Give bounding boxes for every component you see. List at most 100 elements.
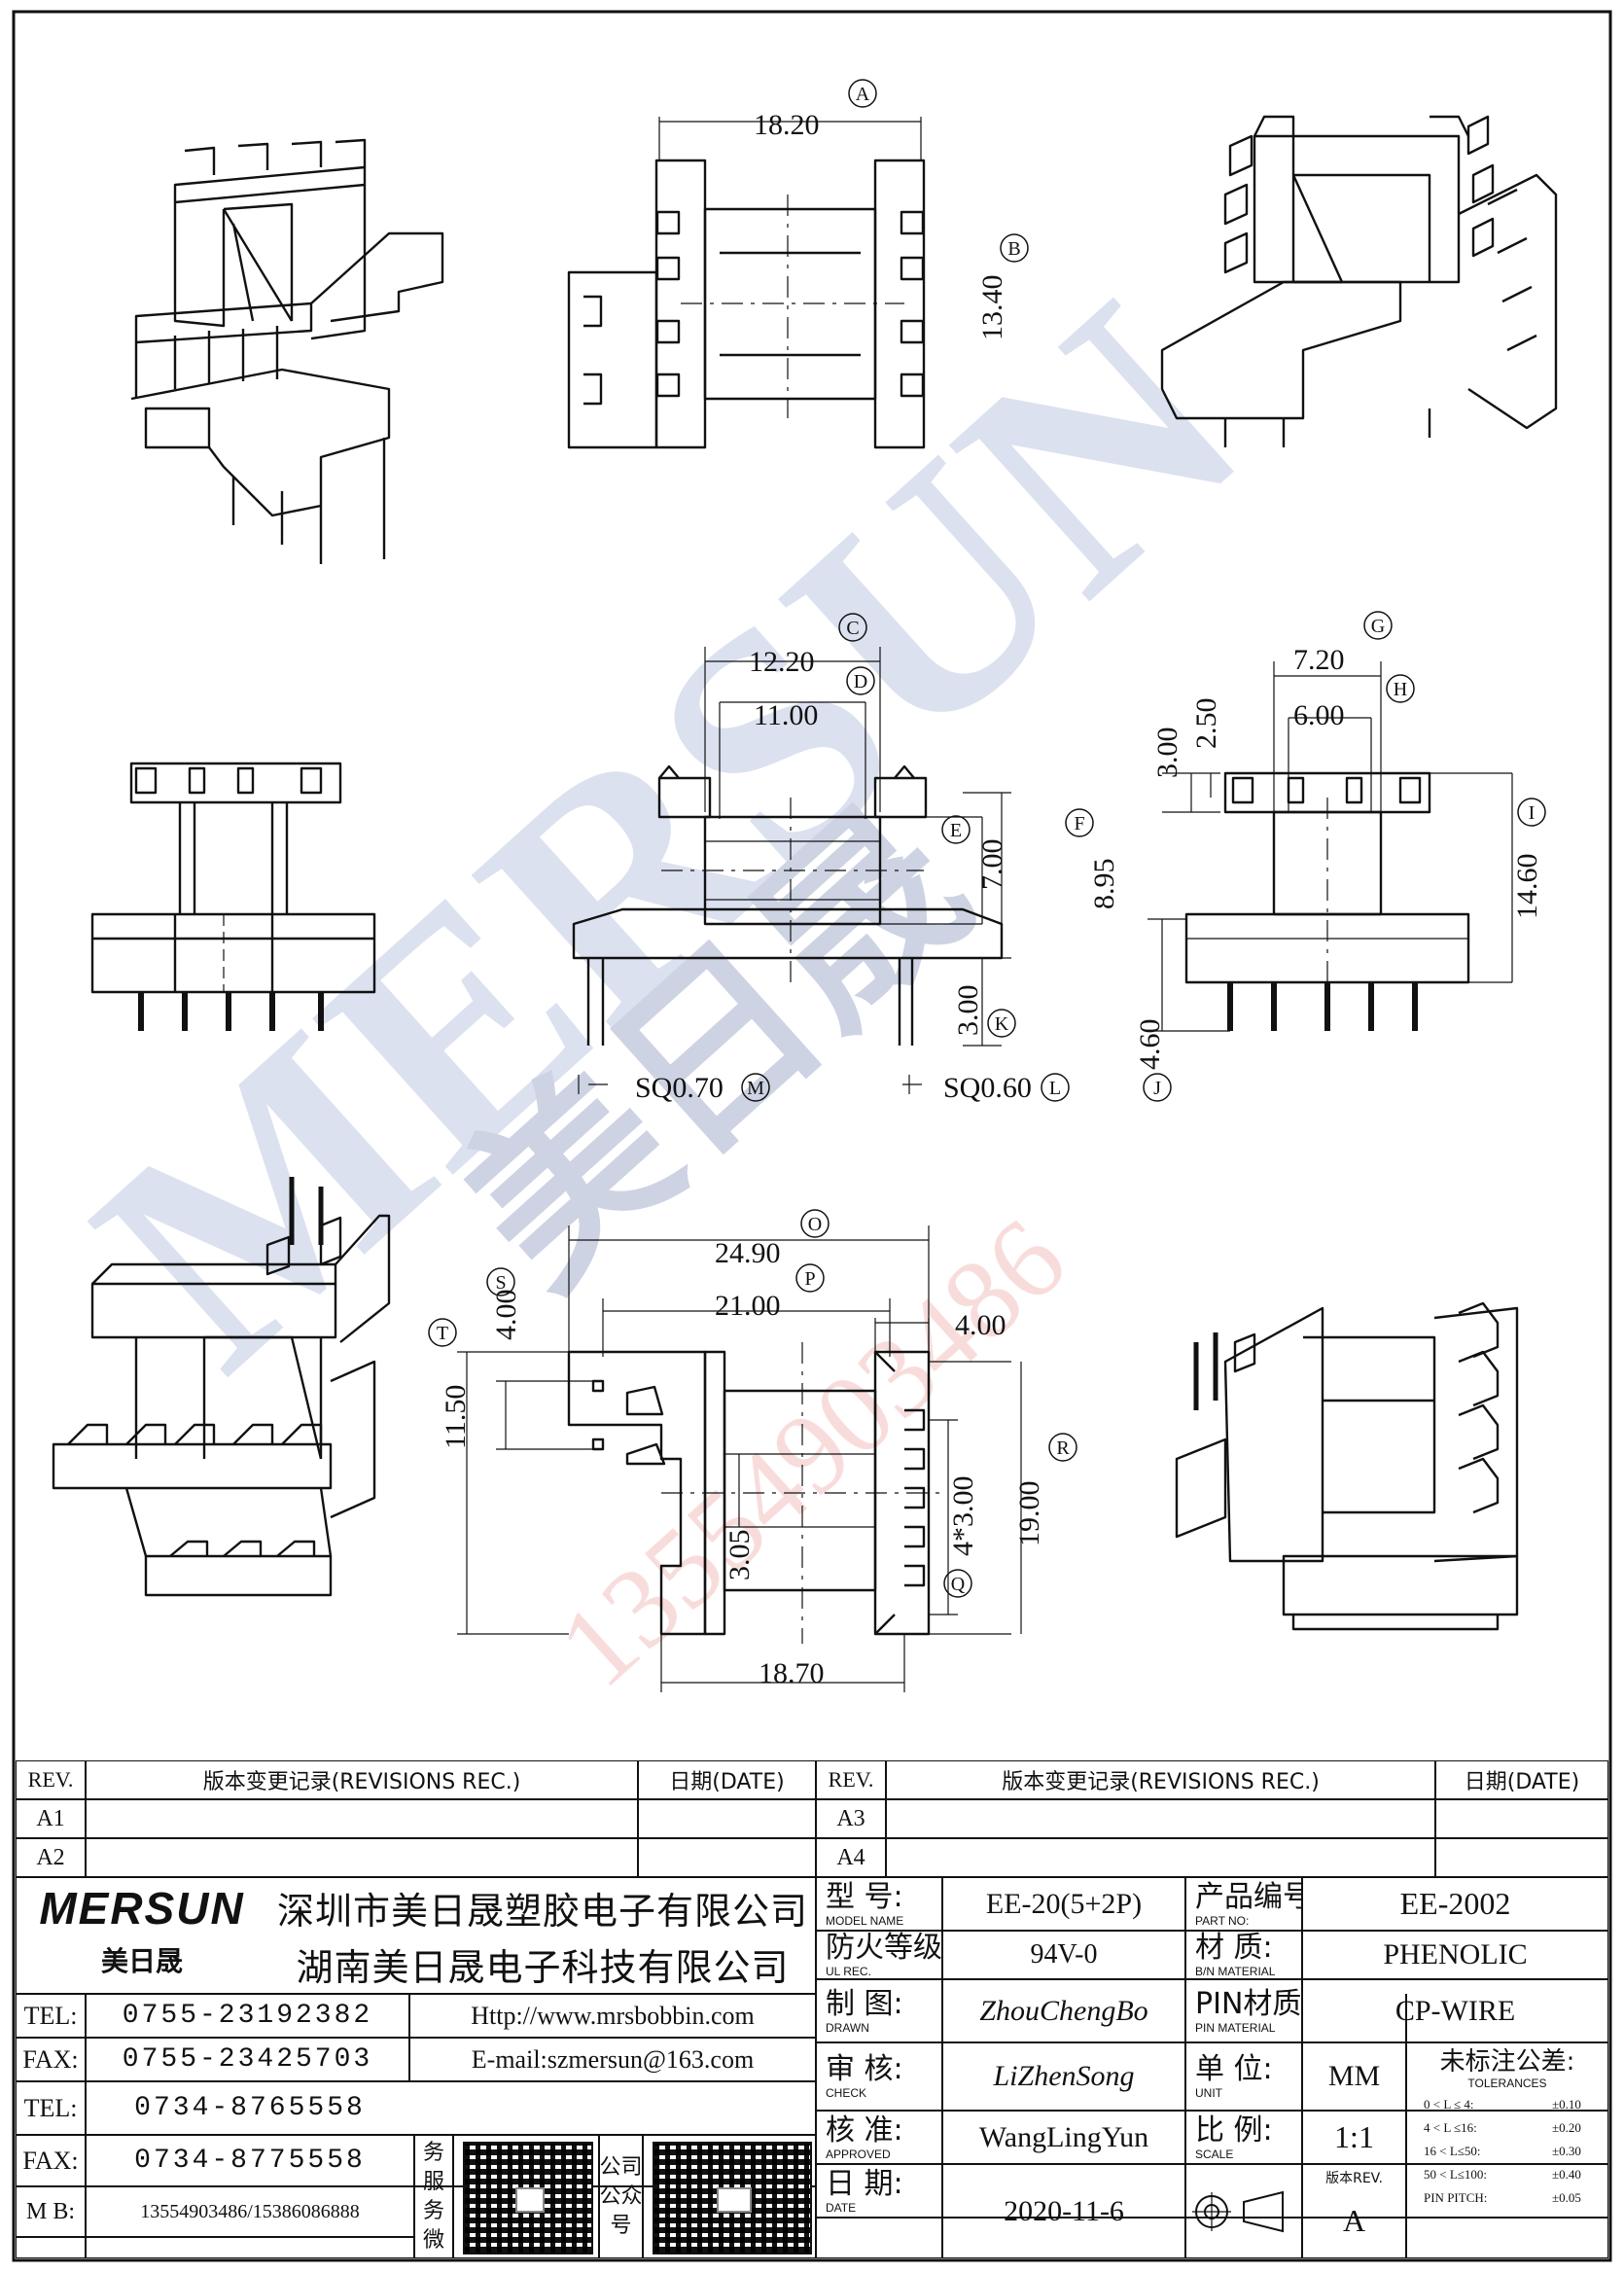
dim-h2: 3.05 <box>724 1530 756 1581</box>
bottom-view <box>457 1225 1022 1692</box>
value-drawn: ZhouChengBo <box>979 1994 1148 2027</box>
qr-code-wechat[interactable] <box>463 2142 593 2254</box>
dim-i: 14.60 <box>1511 854 1543 920</box>
label-date: 日 期:DATE <box>826 2166 903 2215</box>
tag-r: R <box>1056 1438 1070 1459</box>
title-block: REV. 版本变更记录(REVISIONS REC.) 日期(DATE) A1 … <box>16 1760 1608 2258</box>
value-material: PHENOLIC <box>1383 1938 1528 1970</box>
tag-k: K <box>995 1013 1009 1035</box>
iso-view-top-left <box>130 138 444 564</box>
iso-view-bottom-right <box>1175 1301 1519 1631</box>
value-date: 2020-11-6 <box>1004 2194 1124 2227</box>
tol-value-1: ±0.10 <box>1552 2097 1581 2112</box>
tol-range-2: 4 < L ≤16: <box>1424 2120 1477 2135</box>
projection-symbol <box>1185 2164 1302 2258</box>
tag-i: I <box>1529 802 1536 824</box>
tag-c: C <box>846 618 859 639</box>
dim-c: 12.20 <box>749 646 815 678</box>
iso-view-bottom-left <box>52 1177 391 1597</box>
tag-t: T <box>437 1323 448 1344</box>
value-pin-material: CP-WIRE <box>1395 1994 1516 2027</box>
qr-code-official[interactable] <box>653 2142 812 2254</box>
label-pin-material: PIN材质:PIN MATERIAL <box>1195 1986 1302 2035</box>
value-version: A <box>1342 2202 1366 2238</box>
dim-t: 11.50 <box>440 1385 472 1449</box>
rev-row-a1: A1 <box>36 1805 65 1831</box>
company-name-2: 湖南美日晟电子科技有限公司 <box>296 1945 790 1989</box>
dim-q: 4*3.00 <box>947 1476 979 1557</box>
company-logo-cn: 美日晟 <box>100 1945 183 1977</box>
label-fire: 防火等级:UL REC. <box>826 1931 942 1979</box>
tol-range-4: 50 < L≤100: <box>1424 2167 1488 2182</box>
tolerance-title-en: TOLERANCES <box>1467 2077 1547 2090</box>
dim-r: 19.00 <box>1013 1481 1045 1547</box>
qr2-label: 公司公众号 <box>599 2154 643 2238</box>
tol-range-3: 16 < L≤50: <box>1424 2144 1481 2158</box>
rev-row-a2: A2 <box>36 1844 65 1870</box>
rev-row-a3: A3 <box>836 1805 865 1831</box>
tag-a: A <box>856 84 870 105</box>
side-view-right <box>1147 661 1513 1032</box>
sheet-border <box>12 10 1612 2262</box>
contact-label-tel1: TEL: <box>23 2001 78 2030</box>
tol-value-5: ±0.05 <box>1552 2190 1581 2205</box>
tol-range-5: PIN PITCH: <box>1424 2190 1488 2205</box>
contact-value-fax1: 0755-23425703 <box>122 2044 373 2075</box>
tag-o: O <box>808 1214 822 1235</box>
front-view-center <box>572 647 1011 1094</box>
projection-icon <box>1192 2190 1284 2232</box>
dim-g: 7.20 <box>1293 644 1345 676</box>
contact-value-mb: 13554903486/15386086888 <box>140 2200 360 2222</box>
label-version: 版本REV. <box>1325 2171 1383 2186</box>
tag-m: M <box>747 1078 764 1099</box>
watermark-brand: MERSUN <box>33 238 1304 1433</box>
value-scale: 1:1 <box>1334 2119 1374 2154</box>
dim-l: SQ0.60 <box>943 1072 1032 1104</box>
value-unit: MM <box>1327 2060 1381 2092</box>
label-material: 材 质:B/N MATERIAL <box>1195 1931 1276 1979</box>
contact-label-tel2: TEL: <box>23 2093 78 2122</box>
tol-range-1: 0 < L ≤ 4: <box>1424 2097 1474 2112</box>
contact-label-mb: M B: <box>25 2198 75 2224</box>
contact-label-fax1: FAX: <box>22 2044 79 2074</box>
tol-value-3: ±0.30 <box>1552 2144 1581 2158</box>
company-email: E-mail:szmersun@163.com <box>471 2044 755 2074</box>
rev-date-header-right: 日期(DATE) <box>1464 1770 1580 1794</box>
tag-b: B <box>1007 238 1020 260</box>
tag-f: F <box>1074 813 1084 834</box>
tag-q: Q <box>951 1574 966 1595</box>
label-unit: 单 位:UNIT <box>1195 2052 1273 2101</box>
dim-h: 6.00 <box>1293 699 1345 731</box>
rev-header-left: REV. <box>27 1767 74 1792</box>
value-model: EE-20(5+2P) <box>985 1887 1143 1920</box>
contact-label-fax2: FAX: <box>22 2146 79 2175</box>
rev-header-right: REV. <box>828 1767 874 1792</box>
iso-view-top-right <box>1160 115 1558 447</box>
tag-g: G <box>1371 616 1385 637</box>
dim-v2: 2.50 <box>1190 698 1222 750</box>
dim-pitch: 4.00 <box>955 1309 1006 1341</box>
value-approved: WangLingYun <box>978 2120 1149 2153</box>
contact-value-fax2: 0734-8775558 <box>134 2146 366 2176</box>
dim-w: 18.70 <box>759 1657 825 1689</box>
dim-k: 3.00 <box>952 985 984 1037</box>
dim-b: 13.40 <box>976 275 1008 341</box>
tol-value-2: ±0.20 <box>1552 2120 1581 2135</box>
tag-e: E <box>950 820 962 841</box>
dim-j: 4.60 <box>1134 1019 1166 1071</box>
contact-value-tel1: 0755-23192382 <box>122 2001 373 2031</box>
front-view-left <box>90 762 376 1031</box>
dim-a: 18.20 <box>754 109 820 141</box>
rev-rec-header-right: 版本变更记录(REVISIONS REC.) <box>1002 1770 1320 1794</box>
rev-date-header-left: 日期(DATE) <box>669 1770 785 1794</box>
label-model: 型 号:MODEL NAME <box>826 1879 904 1928</box>
label-check: 审 核:CHECK <box>826 2052 903 2101</box>
value-check: LiZhenSong <box>993 2060 1135 2092</box>
tag-s: S <box>495 1272 506 1294</box>
label-scale: 比 例:SCALE <box>1195 2112 1273 2161</box>
tag-l: L <box>1049 1078 1061 1099</box>
contact-value-tel2: 0734-8765558 <box>134 2093 366 2123</box>
dim-d: 11.00 <box>754 699 818 731</box>
tag-h: H <box>1394 679 1407 700</box>
